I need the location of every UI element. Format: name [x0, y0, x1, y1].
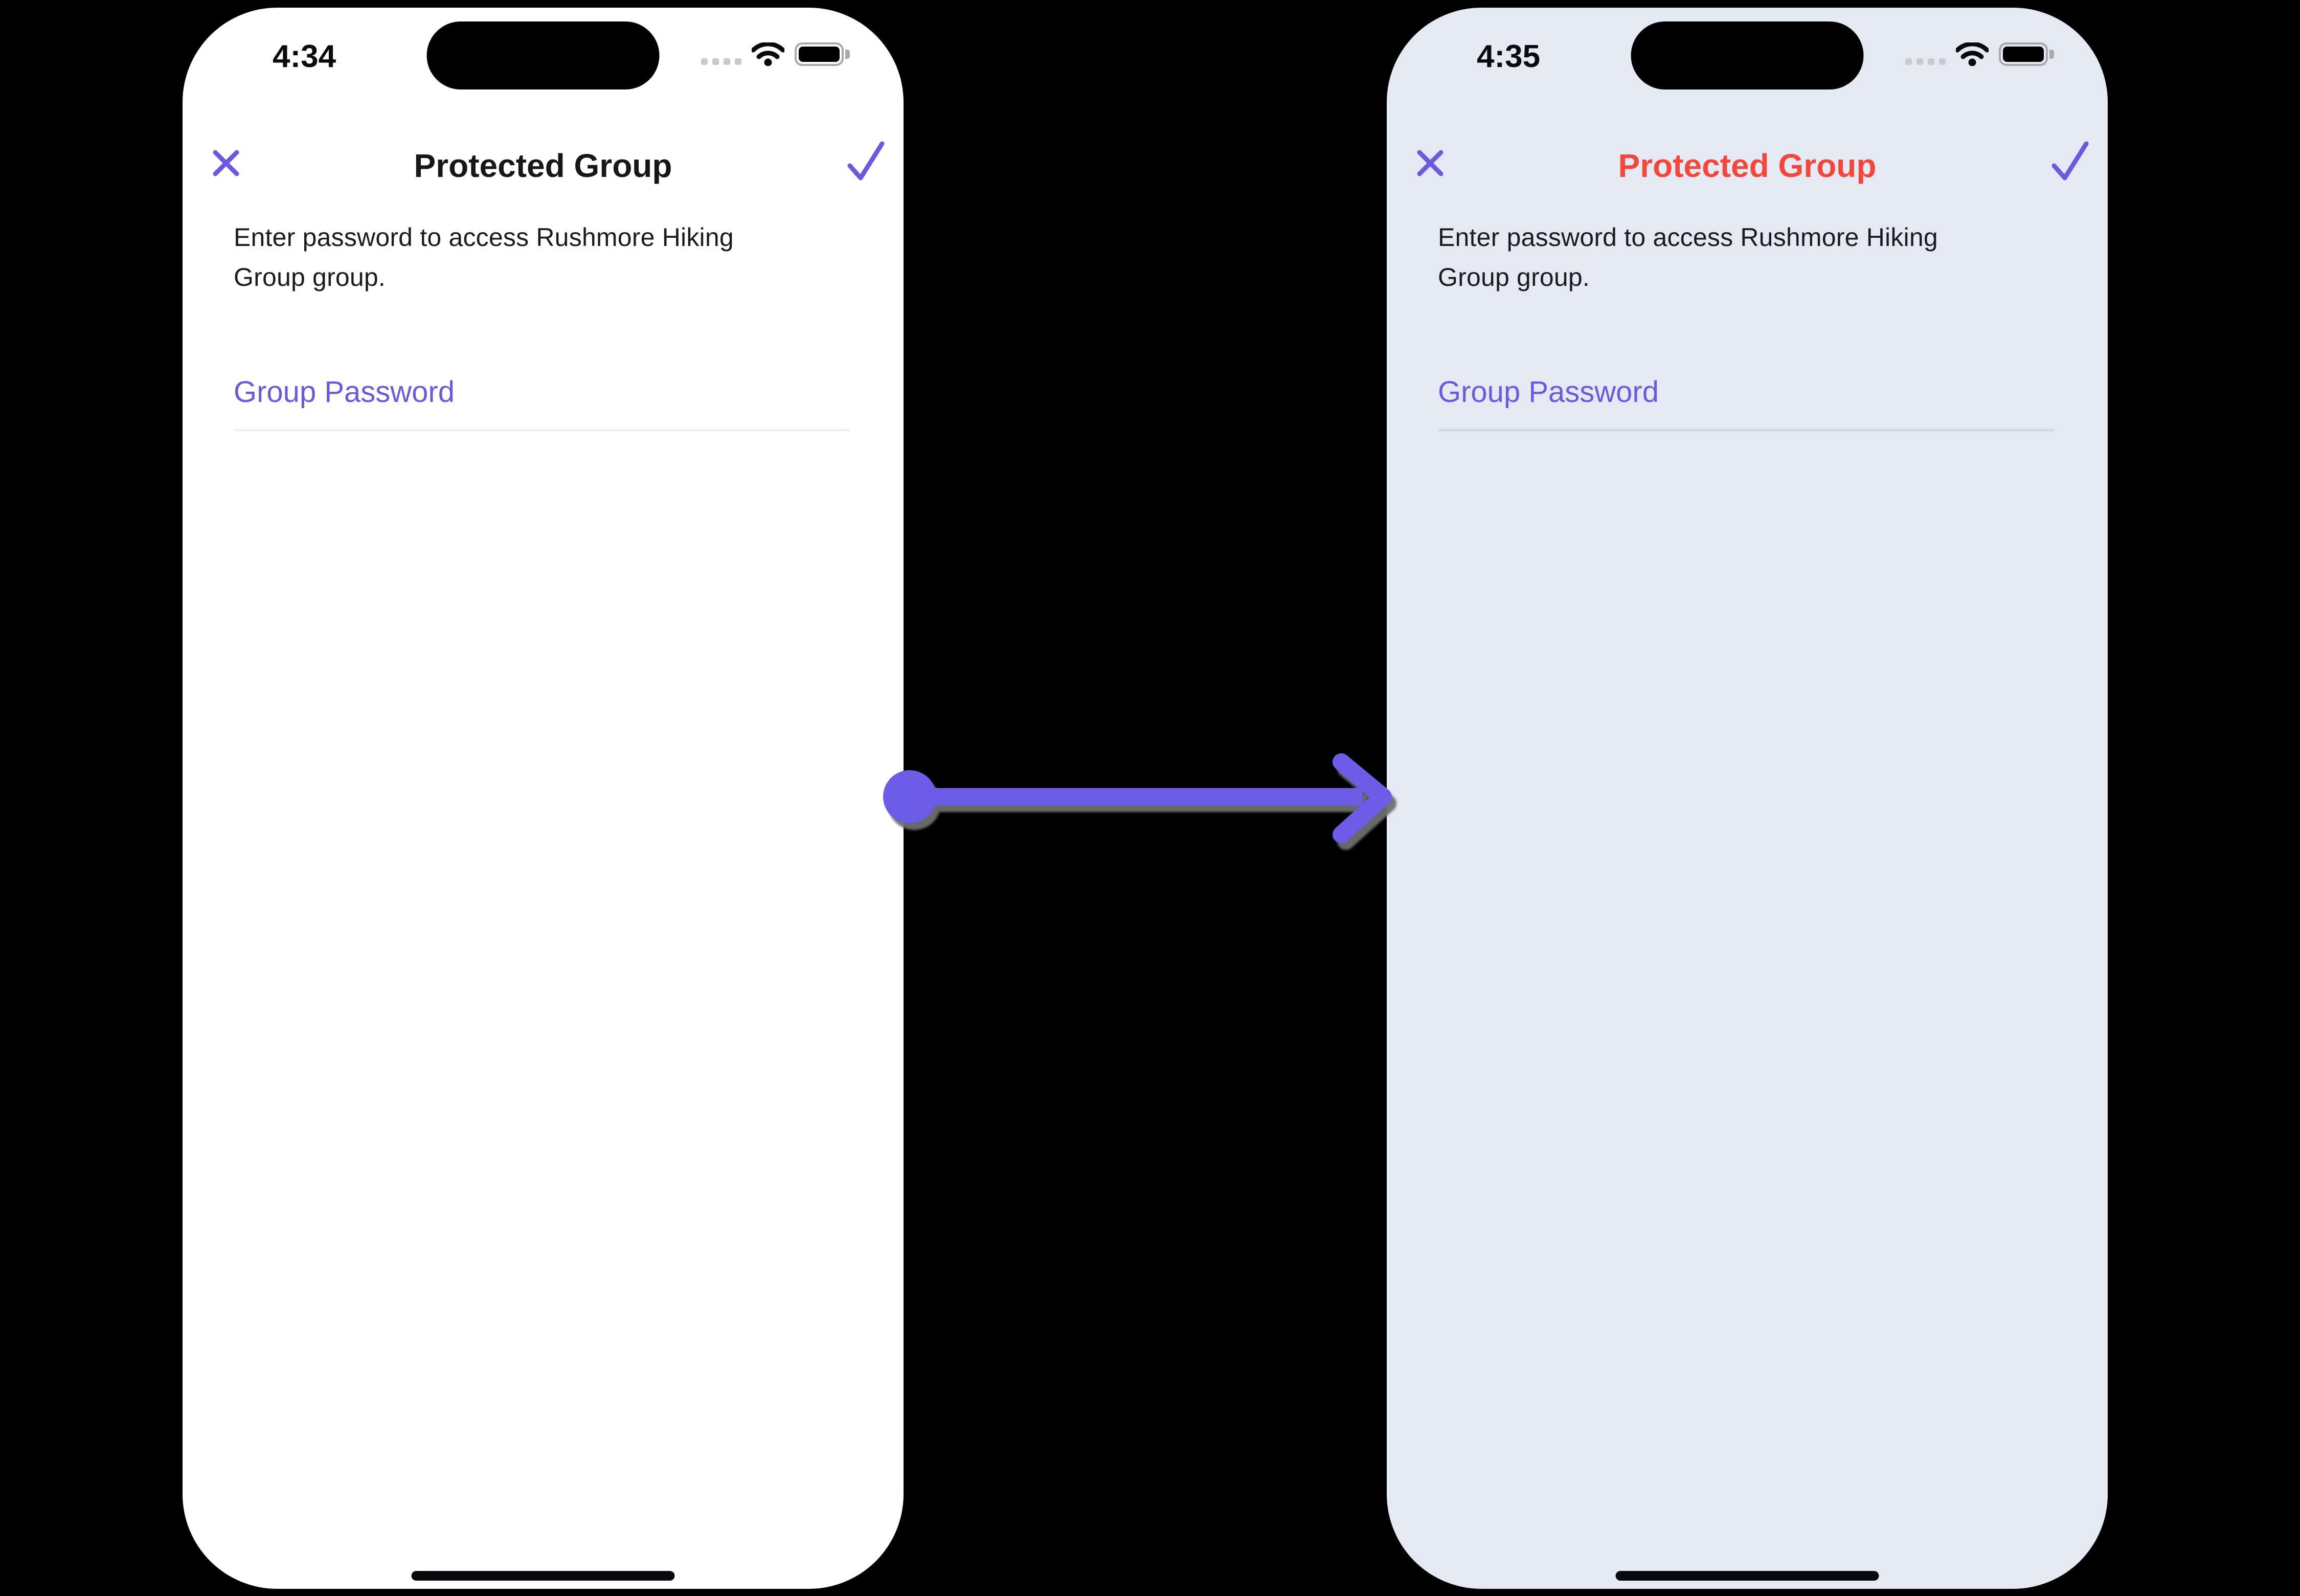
- arrow-right-icon: [883, 753, 1392, 843]
- battery-icon: [795, 42, 850, 66]
- password-field-underline: [234, 429, 850, 431]
- wifi-icon: [752, 42, 784, 66]
- battery-nub: [2049, 50, 2054, 59]
- password-field-label: Group Password: [1438, 375, 1659, 409]
- page-title: Protected Group: [414, 147, 672, 184]
- dynamic-island: [1631, 21, 1864, 89]
- checkmark-icon: [2051, 141, 2089, 181]
- password-field-value[interactable]: [234, 409, 850, 410]
- status-icons: [701, 42, 850, 66]
- close-icon: [1417, 150, 1444, 176]
- battery-fill: [799, 47, 840, 62]
- page-title: Protected Group: [1618, 147, 1877, 184]
- checkmark-icon: [847, 141, 885, 181]
- confirm-button[interactable]: [847, 141, 885, 182]
- phone-mockup-after: 4:35 Protected Group Enter password to a…: [1387, 8, 2108, 1589]
- phone-mockup-before: 4:34 Protected Group Enter password to a…: [183, 8, 904, 1589]
- status-time: 4:34: [273, 39, 336, 74]
- battery-icon: [1999, 42, 2054, 66]
- battery-fill: [2003, 47, 2044, 62]
- battery-nub: [845, 50, 850, 59]
- wifi-icon: [1956, 42, 1989, 66]
- password-field-value[interactable]: [1438, 409, 2055, 410]
- status-icons: [1905, 42, 2054, 66]
- instruction-text: Enter password to access Rushmore Hiking…: [234, 223, 734, 291]
- close-button[interactable]: [1416, 149, 1444, 177]
- close-button[interactable]: [212, 149, 240, 177]
- password-field-label: Group Password: [234, 375, 455, 409]
- password-field[interactable]: Group Password: [1438, 375, 2055, 431]
- password-field[interactable]: Group Password: [234, 375, 850, 431]
- cellular-signal-icon: [701, 58, 741, 65]
- home-indicator[interactable]: [411, 1571, 675, 1581]
- password-field-underline: [1438, 429, 2055, 431]
- status-time: 4:35: [1477, 39, 1541, 74]
- close-icon: [213, 150, 239, 176]
- home-indicator[interactable]: [1615, 1571, 1879, 1581]
- instruction-text: Enter password to access Rushmore Hiking…: [1438, 223, 1938, 291]
- cellular-signal-icon: [1905, 58, 1946, 65]
- confirm-button[interactable]: [2051, 141, 2089, 182]
- dynamic-island: [426, 21, 660, 89]
